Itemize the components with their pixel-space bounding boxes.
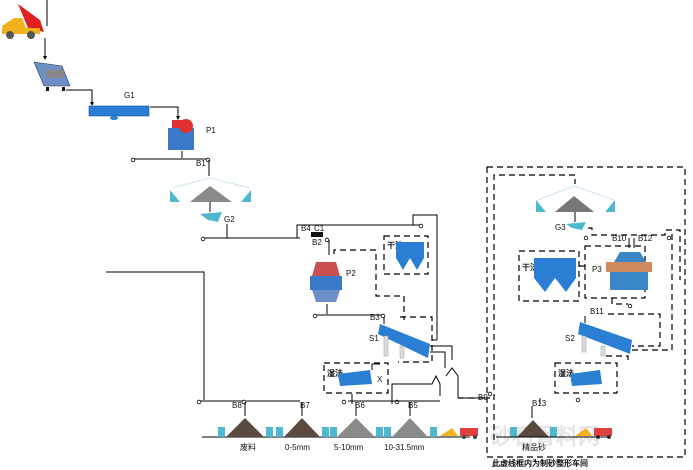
product-label-5-10mm: 5-10mm (334, 443, 364, 452)
sand-washer-1-icon (338, 370, 372, 386)
product-pile-fine-sand (510, 420, 557, 437)
b4-label: B4 (301, 224, 311, 233)
dry-process-box-1 (383, 235, 429, 275)
wet-process-box-1 (323, 362, 389, 394)
g3-label: G3 (555, 223, 566, 232)
product-pile-10-31.5mm (384, 418, 437, 437)
s2-label: S2 (565, 334, 575, 343)
product-pile-waste (218, 418, 273, 437)
dry-process-box-2 (518, 250, 580, 302)
dust-collector-1-icon (396, 242, 424, 270)
b5-label: B5 (408, 401, 418, 410)
cone-crusher-p2-icon (310, 262, 342, 302)
p3-label: P3 (592, 265, 602, 274)
dry-label-1: 干法 (387, 240, 403, 250)
vibrating-screen-s2-icon (578, 322, 632, 357)
feeder-g2-icon (200, 212, 222, 222)
product-label-waste: 废料 (240, 442, 256, 452)
vibrating-feeder-icon (33, 61, 71, 91)
b13-label: B13 (532, 399, 547, 408)
product-label-10-31.5mm: 10-31.5mm (384, 443, 425, 452)
c1-label: C1 (314, 224, 325, 233)
module-caption: 此虚线框内为制砂整形车间 (492, 458, 588, 468)
wet-label-2: 湿法 (558, 368, 574, 378)
feeder-g3-icon (566, 222, 586, 230)
vsi-crusher-p3-icon (606, 252, 652, 290)
dump-truck-icon (2, 4, 44, 39)
vibrating-screen-s1-icon (378, 324, 430, 359)
product-pile-5-10mm (330, 418, 383, 437)
b10-label: B10 (612, 234, 627, 243)
loader-truck-icon (440, 428, 478, 439)
wet-label-1: 湿法 (327, 368, 343, 378)
b7-label: B7 (300, 401, 310, 410)
b8-label: B8 (232, 401, 242, 410)
s1-label: S1 (369, 334, 379, 343)
b12-label: B12 (638, 234, 653, 243)
g1-label: G1 (124, 91, 135, 100)
b1-label: B1 (196, 159, 206, 168)
x-label: X (377, 375, 383, 384)
b11-label: B11 (590, 307, 604, 316)
product-label-0-5mm: 0-5mm (285, 443, 310, 452)
b9-label: B9 (478, 393, 488, 402)
product-pile-0-5mm (276, 418, 329, 437)
magnet-c1-icon (311, 232, 323, 237)
jaw-crusher-p1-icon (168, 119, 194, 150)
wet-process-box-2 (554, 362, 618, 394)
sand-making-module-box (486, 166, 686, 458)
p2-label: P2 (346, 269, 356, 278)
belt-feeder-g1-icon (88, 105, 150, 120)
p1-label: P1 (206, 126, 216, 135)
b2-label: B2 (312, 238, 322, 247)
dry-label-2: 干法 (522, 262, 538, 272)
stockpile-shed-2-icon (536, 185, 615, 212)
g2-label: G2 (224, 215, 235, 224)
stockpile-shed-1-icon (170, 177, 251, 202)
dust-collector-2-icon (534, 258, 576, 292)
b3-label: B3 (370, 313, 380, 322)
sand-washer-2-icon (570, 370, 602, 386)
final-product-label: 精品砂 (522, 442, 546, 452)
b6-label: B6 (355, 401, 365, 410)
